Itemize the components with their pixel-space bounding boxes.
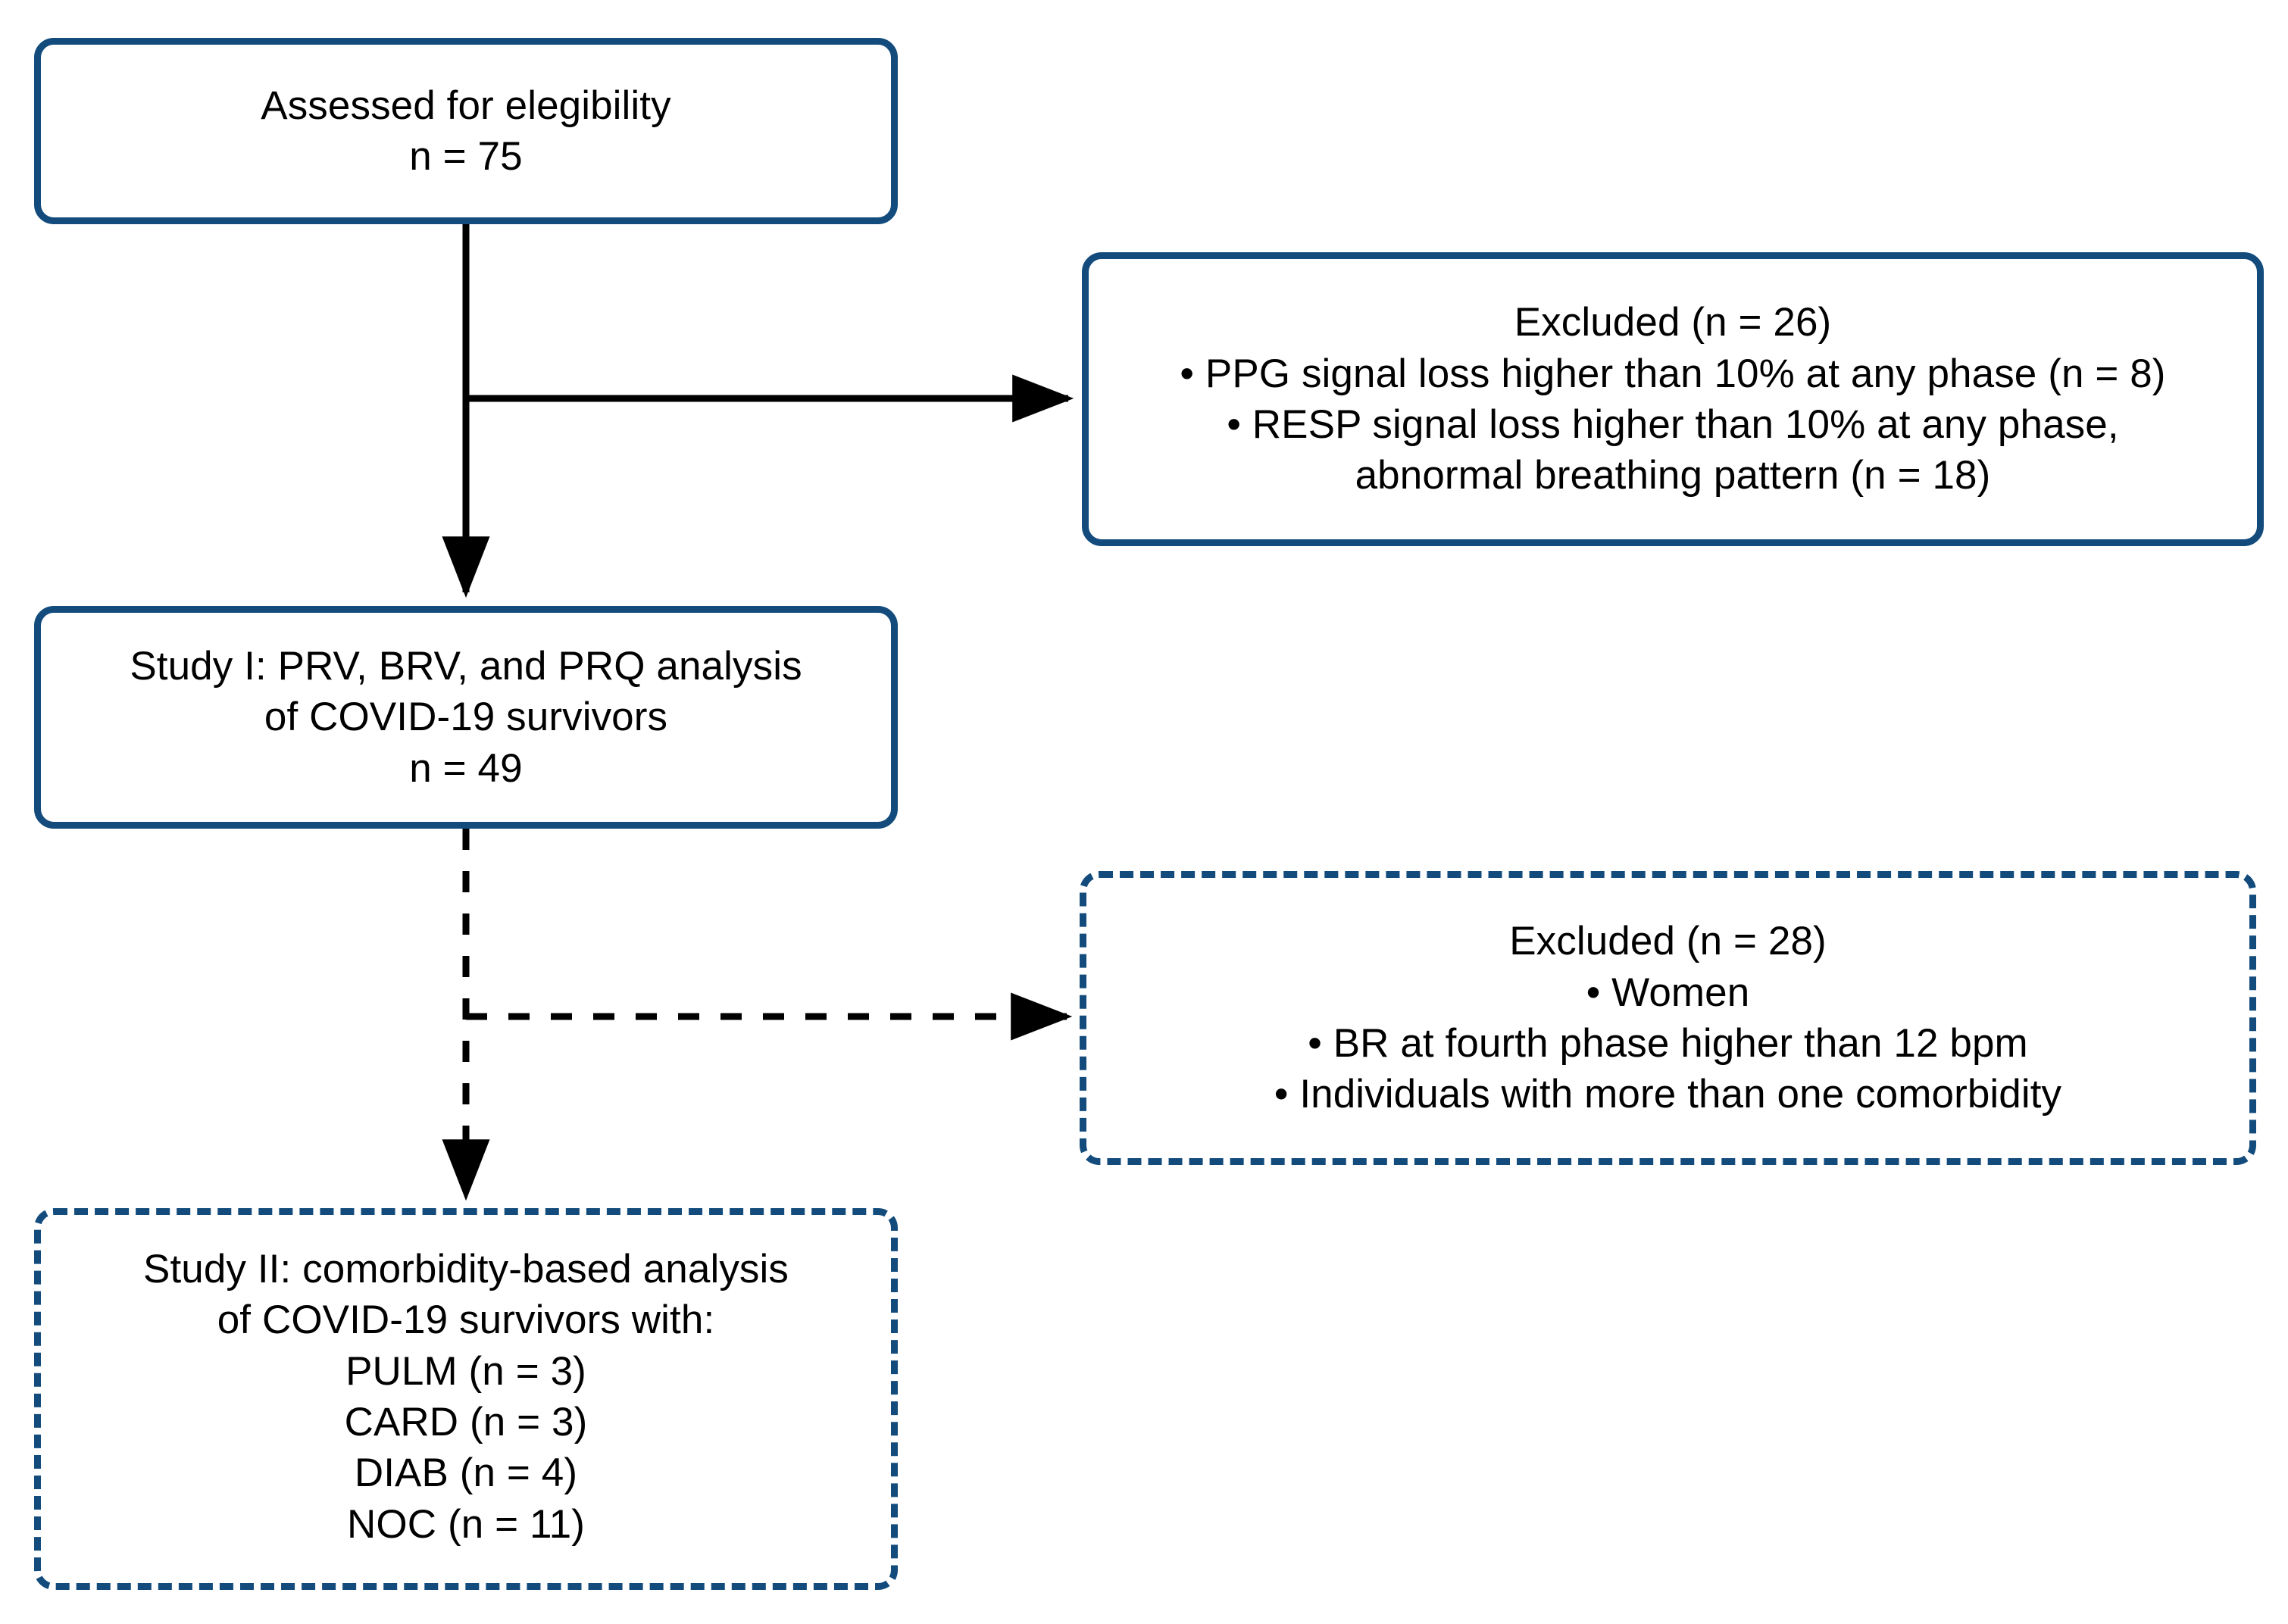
study-i-label: Study I: PRV, BRV, and PRQ analysis of C… xyxy=(130,644,802,791)
excluded-28-box[interactable]: Excluded (n = 28) • Women • BR at fourth… xyxy=(1080,871,2256,1165)
excluded-26-box[interactable]: Excluded (n = 26) • PPG signal loss high… xyxy=(1082,252,2264,546)
assessed-for-eligibility-label: Assessed for elegibility n = 75 xyxy=(261,83,671,179)
study-ii-label: Study II: comorbidity-based analysis of … xyxy=(143,1247,789,1547)
excluded-26-label: Excluded (n = 26) • PPG signal loss high… xyxy=(1180,300,2166,498)
study-i-box[interactable]: Study I: PRV, BRV, and PRQ analysis of C… xyxy=(34,606,898,829)
assessed-for-eligibility-box[interactable]: Assessed for elegibility n = 75 xyxy=(34,38,898,224)
study-ii-box[interactable]: Study II: comorbidity-based analysis of … xyxy=(34,1208,898,1590)
excluded-28-label: Excluded (n = 28) • Women • BR at fourth… xyxy=(1274,919,2062,1117)
